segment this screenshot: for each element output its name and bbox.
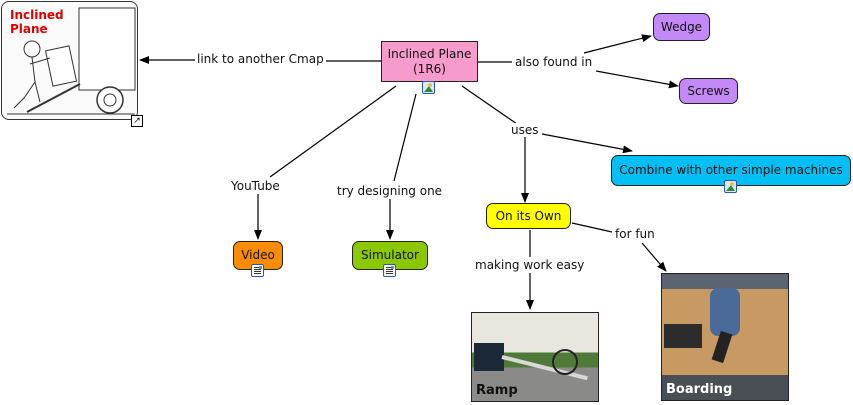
concept-simulator-label: Simulator (361, 248, 419, 262)
concept-wedge-label: Wedge (660, 19, 703, 34)
ramp-caption: Ramp (476, 383, 518, 398)
line-main-to-trydesign (393, 93, 417, 182)
concept-screws-label: Screws (687, 83, 730, 98)
concept-main-line1: Inclined Plane (387, 46, 472, 61)
linked-cmap-title-line2: Plane (10, 22, 48, 36)
link-phrase-also-found-in[interactable]: also found in (513, 55, 595, 69)
link-phrase-uses[interactable]: uses (509, 123, 541, 137)
concept-ramp-image[interactable]: Ramp (471, 312, 599, 402)
line-onitsown-to-forfun (571, 222, 613, 233)
concept-on-its-own-label: On its Own (495, 208, 562, 223)
link-phrase-for-fun[interactable]: for fun (613, 227, 657, 241)
line-uses-to-combine (541, 133, 633, 154)
concept-screws[interactable]: Screws (679, 78, 738, 104)
linked-cmap-thumbnail[interactable]: Inclined Plane (1, 1, 138, 120)
line-main-to-uses (461, 85, 518, 125)
concept-main-line2: (1R6) (413, 61, 446, 76)
boarding-caption: Boarding (666, 382, 733, 397)
line-main-to-youtube (269, 85, 397, 178)
concept-inclined-plane[interactable]: Inclined Plane (1R6) (381, 41, 478, 82)
concept-video-label: Video (241, 248, 275, 262)
image-resource-icon[interactable] (422, 81, 435, 94)
inclined-plane-drawing (7, 7, 136, 115)
line-forfun-to-boarding (641, 242, 667, 272)
document-resource-icon[interactable] (251, 264, 264, 277)
line-alsofound-to-screws (595, 70, 679, 89)
linked-cmap-title-line1: Inclined (10, 8, 64, 22)
concept-wedge[interactable]: Wedge (653, 13, 710, 41)
shortcut-arrow-icon[interactable]: ↗ (131, 115, 143, 127)
link-phrase-youtube[interactable]: YouTube (229, 179, 282, 193)
link-phrase-link-cmap[interactable]: link to another Cmap (195, 52, 326, 66)
concept-combine-label: Combine with other simple machines (619, 163, 843, 177)
document-resource-icon[interactable] (383, 264, 396, 277)
image-resource-icon[interactable] (724, 180, 737, 193)
concept-on-its-own[interactable]: On its Own (486, 203, 571, 229)
link-phrase-try-designing[interactable]: try designing one (335, 184, 445, 198)
concept-boarding-image[interactable]: Boarding (661, 273, 789, 401)
link-phrase-making-work-easy[interactable]: making work easy (473, 258, 587, 272)
line-alsofound-to-wedge (583, 34, 652, 54)
